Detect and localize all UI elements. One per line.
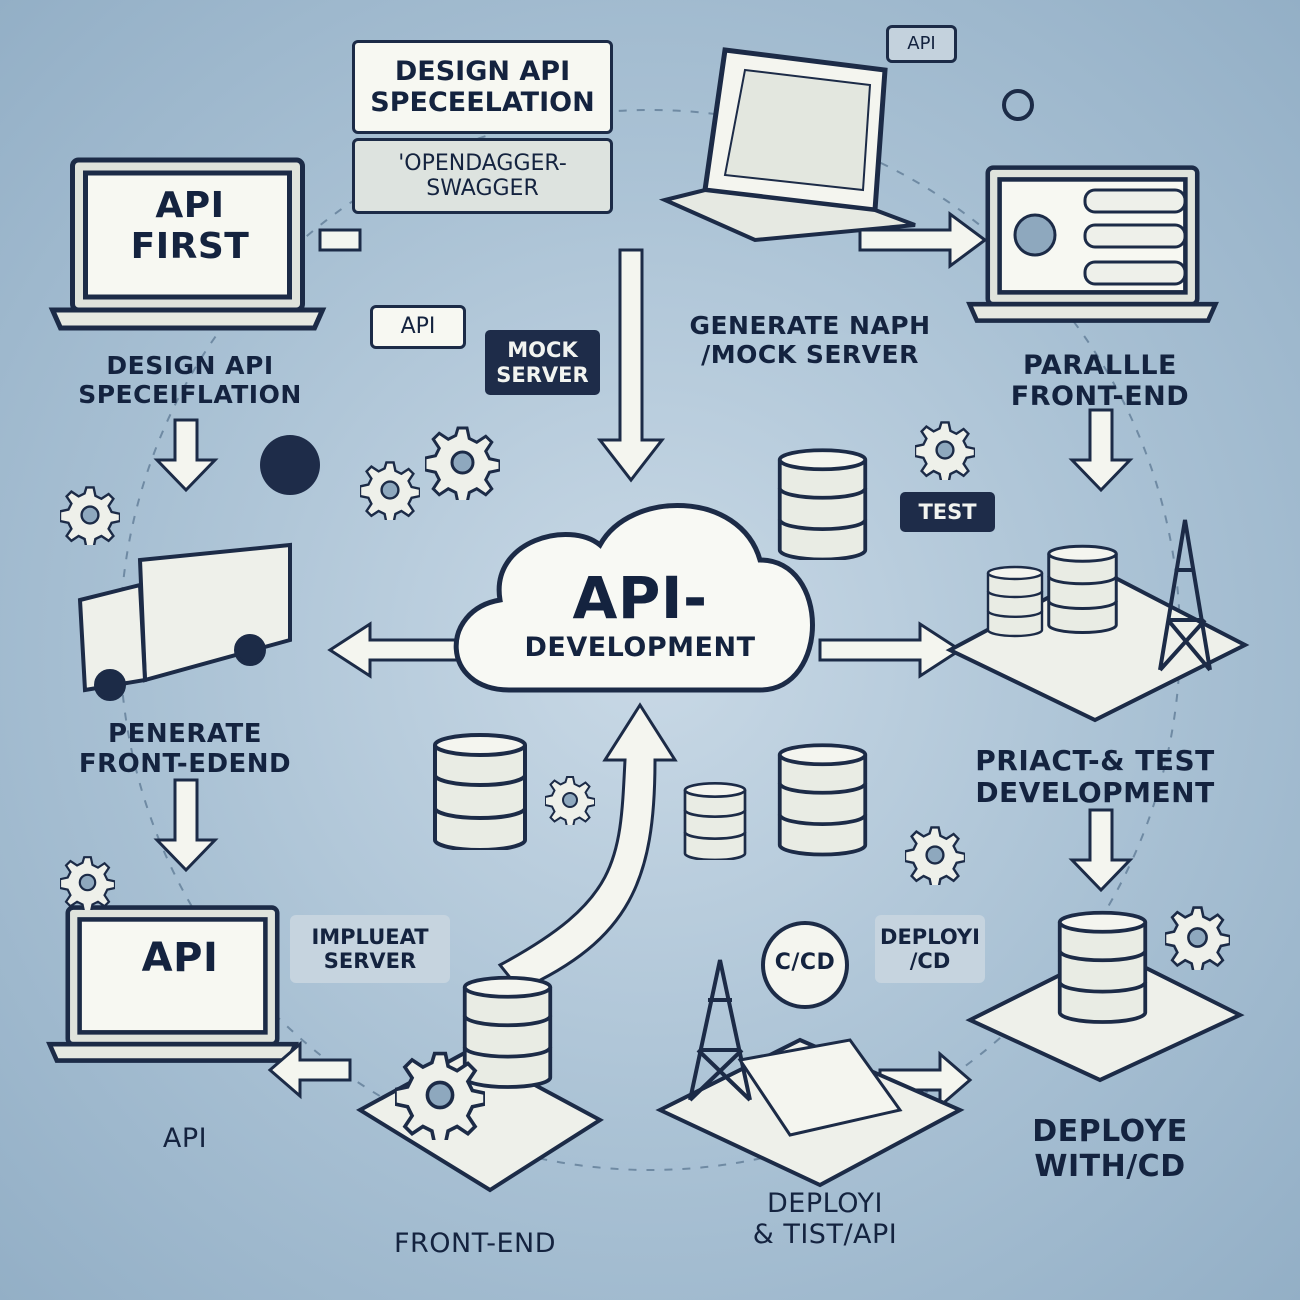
deploy-box-line1: DEPLOYI [880, 924, 980, 949]
cloud-label: API- DEVELOPMENT [480, 565, 800, 663]
gear-icon [905, 826, 965, 885]
cloud-icon [453, 503, 815, 693]
database-icon [986, 565, 1044, 638]
deploy-box: DEPLOYI /CD [875, 915, 985, 983]
gear-icon [1165, 906, 1230, 970]
mock-server-box: MOCK SERVER [485, 330, 600, 395]
priact-line2: DEVELOPMENT [975, 776, 1215, 810]
penerate-label: PENERATE FRONT-EDEND [50, 719, 320, 780]
implement-box: IMPLUEAT SERVER [290, 915, 450, 983]
arrow-left-bottom [267, 1040, 352, 1100]
swagger-box-line2: SWAGGER [426, 176, 539, 201]
arrow-down-right-2 [1068, 808, 1134, 893]
cicd-circle: C/CD [765, 950, 845, 975]
deploy-box-line2: /CD [909, 949, 951, 973]
design-label-line1: DESIGN API [106, 351, 274, 380]
database-icon [1049, 546, 1117, 632]
cicd-text: C/CD [774, 950, 836, 975]
api-label: API [130, 1123, 240, 1154]
gear-icon [360, 461, 420, 520]
deploy-cd-line1: DEPLOYE [1032, 1114, 1188, 1149]
tag-api-top-text: API [907, 32, 936, 54]
test-box: TEST [900, 492, 995, 532]
gear-icon [425, 426, 500, 500]
arrow-down-right-1 [1068, 408, 1134, 493]
deploy-cd-label: DEPLOYE WITH/CD [990, 1114, 1230, 1184]
gear-icon [915, 421, 975, 480]
arrow-up-curved [497, 702, 678, 992]
tag-api-left-text: API [400, 314, 436, 340]
laptop-api-text: API [141, 935, 219, 981]
arrow-right-center [818, 621, 963, 679]
deploy-test-line1: DEPLOYI [767, 1188, 883, 1219]
laptop-icon-top [658, 47, 916, 243]
gear-icon [395, 1051, 485, 1140]
generate-label: GENERATE NAPH /MOCK SERVER [670, 311, 950, 370]
priact-line1: PRIACT-& TEST [975, 744, 1215, 777]
database-icon [780, 745, 866, 854]
mock-line2: SERVER [496, 362, 589, 387]
arrow-down-center [596, 248, 666, 483]
gear-icon [60, 856, 115, 910]
frontend-label: FRONT-END [340, 1228, 610, 1259]
laptop-screen-api: API [110, 935, 250, 981]
gear-icon [60, 486, 120, 545]
cloud-line2: DEVELOPMENT [524, 631, 756, 663]
implement-line2: SERVER [323, 949, 417, 973]
spec-box: DESIGN API SPECEELATION [352, 40, 613, 134]
database-icon [683, 781, 747, 860]
laptop-icon-api [50, 908, 296, 1061]
design-label-line2: SPECEIFLATION [78, 379, 302, 409]
spec-box-line2: SPECEELATION [370, 87, 595, 118]
implement-line1: IMPLUEAT [311, 924, 429, 949]
arrow-down-left-2 [153, 778, 219, 873]
arrow-connector-left [318, 228, 362, 252]
database-icon [777, 448, 868, 560]
frontend-label-text: FRONT-END [393, 1228, 557, 1259]
penerate-line1: PENERATE [108, 719, 262, 749]
api-first-line2: FIRST [130, 226, 250, 268]
generate-line2: /MOCK SERVER [701, 339, 919, 369]
spec-box-line1: DESIGN API [394, 55, 571, 87]
flow-arrows [153, 211, 1134, 1110]
swagger-box: 'OPENDAGGER- SWAGGER [352, 138, 613, 214]
parallel-line1: PARALLLE [1023, 350, 1177, 381]
api-label-text: API [162, 1123, 208, 1154]
deploy-test-label: DEPLOYI & TIST/API [700, 1188, 950, 1250]
tag-api-top: API [886, 25, 957, 63]
parallel-line2: FRONT-END [1010, 381, 1190, 413]
gear-icon [545, 776, 595, 825]
database-icon [433, 733, 527, 850]
cicd-circle-shape [761, 921, 849, 1009]
api-first-line1: API [155, 185, 225, 226]
deploy-cd-line2: WITH/CD [1034, 1148, 1186, 1184]
test-box-text: TEST [918, 499, 977, 524]
tower-icon [688, 519, 1212, 1102]
ring-icon [1002, 89, 1034, 121]
arrow-down-left-1 [153, 418, 219, 493]
cloud-line1: API- [572, 564, 708, 632]
laptop-screen-api-first: API FIRST [95, 185, 285, 268]
tag-api-left: API [370, 305, 466, 349]
ui-widgets-icon [1013, 188, 1187, 286]
mock-line1: MOCK [507, 338, 578, 363]
database-icon [1057, 910, 1148, 1024]
design-label: DESIGN API SPECEIFLATION [55, 351, 325, 410]
swagger-box-line1: 'OPENDAGGER- [398, 150, 567, 176]
penerate-line2: FRONT-EDEND [78, 748, 292, 779]
arrow-right-top [858, 211, 988, 269]
priact-label: PRIACT-& TEST DEVELOPMENT [960, 744, 1230, 810]
database-icon [465, 978, 551, 1087]
parallel-label: PARALLLE FRONT-END [980, 350, 1220, 412]
document-icon [737, 1038, 903, 1137]
arrow-left-center [327, 621, 472, 679]
truck-icon [77, 542, 292, 701]
target-icon [260, 435, 320, 495]
generate-line1: GENERATE NAPH [689, 311, 931, 340]
deploy-test-line2: & TIST/API [752, 1219, 898, 1251]
